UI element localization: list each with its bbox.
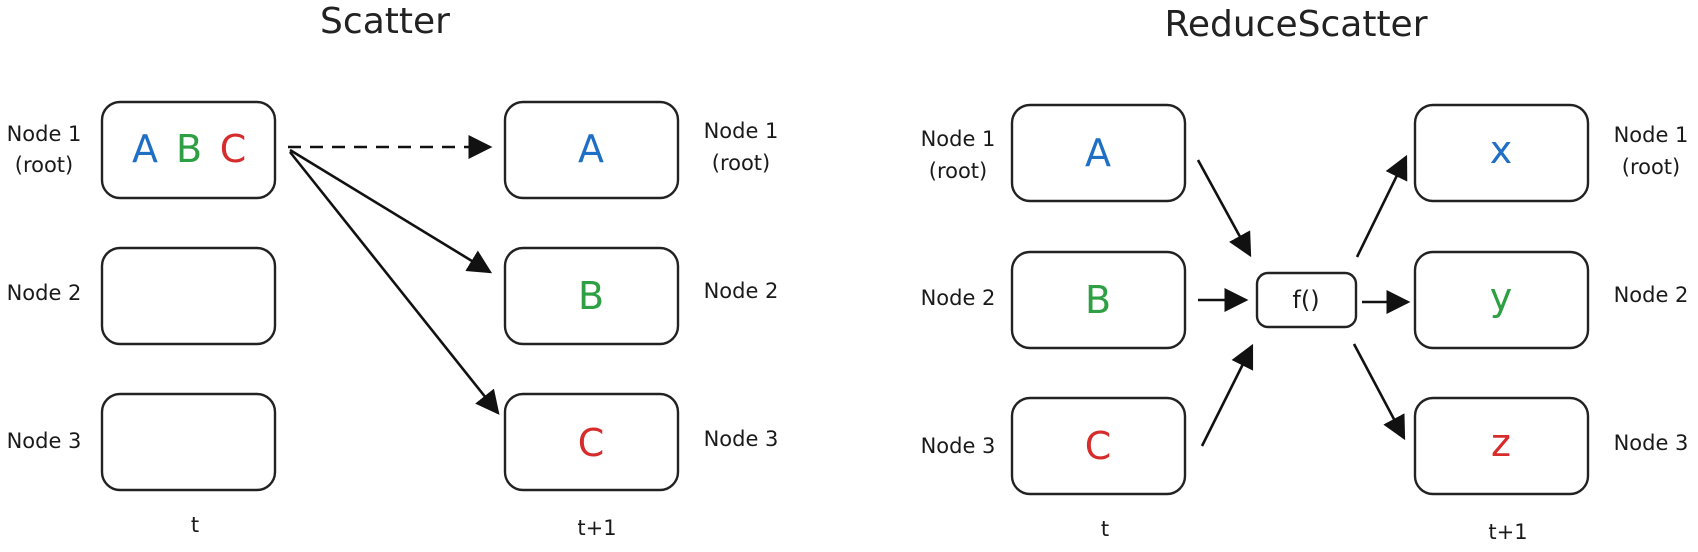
scatter-right-node2-value: B	[578, 274, 604, 318]
scatter-source-value-c: C	[220, 127, 247, 171]
rs-right-node3-value: z	[1491, 421, 1511, 465]
scatter-right-node1-label: Node 1	[704, 119, 779, 143]
scatter-arrow-to-node3	[288, 151, 500, 415]
rs-left-node1-label: Node 1	[921, 127, 996, 151]
scatter-time-t: t	[191, 513, 199, 537]
rs-left-node2-value: B	[1085, 278, 1111, 322]
scatter-right-node2-box	[503, 246, 680, 346]
scatter-left-node1-label: Node 1	[7, 122, 82, 146]
scatter-source-value-a: A	[132, 127, 158, 171]
scatter-right-node1-root-label: (root)	[712, 151, 771, 175]
rs-right-node1-box	[1413, 103, 1590, 203]
rs-left-node2-box	[1010, 250, 1187, 350]
rs-time-t: t	[1101, 517, 1109, 541]
scatter-left-node1-box	[100, 100, 277, 200]
rs-left-node3-value: C	[1085, 424, 1112, 468]
rs-arrow-f-to-x	[1355, 154, 1408, 258]
reduce-scatter-title: ReduceScatter	[1164, 4, 1427, 45]
rs-time-t-plus-1: t+1	[1488, 520, 1527, 544]
reduce-function-label: f()	[1292, 286, 1319, 314]
scatter-left-node3-box	[100, 392, 277, 492]
rs-right-node1-root-label: (root)	[1622, 155, 1681, 179]
rs-right-node3-label: Node 3	[1614, 431, 1689, 455]
rs-left-node3-label: Node 3	[921, 434, 996, 458]
scatter-arrow-to-node2	[289, 148, 493, 274]
rs-left-node1-box	[1010, 103, 1187, 203]
rs-arrow-node3-to-f	[1200, 343, 1254, 447]
scatter-panel: Scatter Node 1 (root) Node 2 Node 3 A B …	[7, 1, 779, 540]
scatter-right-node3-label: Node 3	[704, 427, 779, 451]
scatter-left-node1-root-label: (root)	[15, 153, 74, 177]
scatter-right-node3-box	[503, 392, 680, 492]
rs-right-node2-label: Node 2	[1614, 283, 1689, 307]
scatter-time-t-plus-1: t+1	[577, 516, 616, 540]
rs-left-node2-label: Node 2	[921, 286, 996, 310]
rs-right-node2-box	[1413, 250, 1590, 350]
scatter-title: Scatter	[320, 1, 450, 42]
rs-right-node3-box	[1413, 396, 1590, 496]
rs-right-node1-value: x	[1490, 128, 1513, 172]
rs-arrow-f-to-z	[1352, 343, 1406, 441]
rs-left-node1-value: A	[1085, 131, 1111, 175]
scatter-left-node2-label: Node 2	[7, 281, 82, 305]
rs-right-node1-label: Node 1	[1614, 123, 1689, 147]
reduce-scatter-panel: ReduceScatter Node 1 (root) Node 2 Node …	[921, 4, 1689, 544]
rs-left-node1-root-label: (root)	[929, 159, 988, 183]
scatter-left-node2-box	[100, 246, 277, 346]
rs-arrow-node1-to-f	[1196, 159, 1252, 258]
scatter-right-node1-value: A	[578, 127, 604, 171]
scatter-right-node2-label: Node 2	[704, 279, 779, 303]
scatter-left-node3-label: Node 3	[7, 429, 82, 453]
scatter-right-node3-value: C	[578, 421, 605, 465]
scatter-source-value-b: B	[176, 127, 202, 171]
rs-right-node2-value: y	[1490, 275, 1513, 319]
rs-left-node3-box	[1010, 396, 1187, 496]
reduce-function-box	[1255, 271, 1358, 329]
scatter-right-node1-box	[503, 100, 680, 200]
